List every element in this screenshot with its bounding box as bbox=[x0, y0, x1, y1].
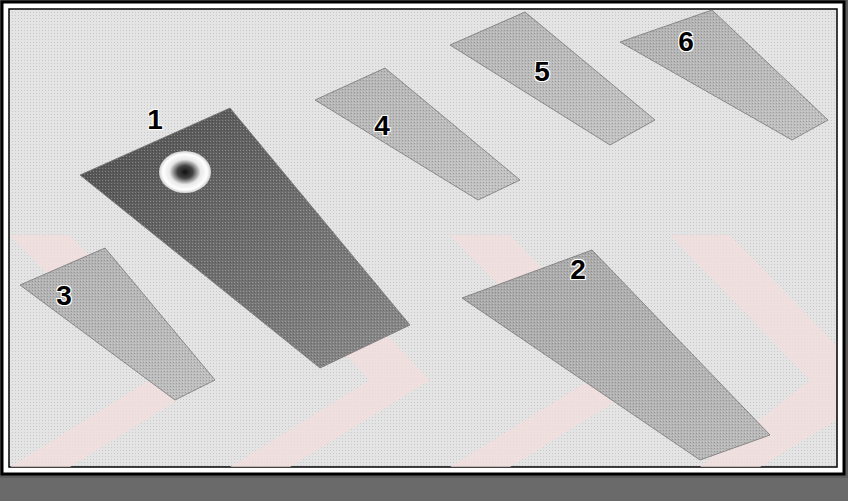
panel-fill bbox=[20, 248, 215, 400]
trapezoid-shape bbox=[462, 250, 770, 460]
trapezoid-shape bbox=[315, 68, 520, 200]
panel-fill bbox=[450, 12, 655, 145]
panel-texture bbox=[450, 12, 655, 145]
panel-number: 5 bbox=[534, 58, 550, 86]
trapezoid-panel: 4 bbox=[315, 68, 520, 200]
panel-number: 3 bbox=[56, 282, 72, 310]
trapezoid-shape bbox=[20, 248, 215, 400]
trapezoid-shape bbox=[620, 10, 828, 140]
bright-spot bbox=[159, 151, 211, 193]
panel-texture bbox=[462, 250, 770, 460]
panel-texture bbox=[620, 10, 828, 140]
panel-texture bbox=[20, 248, 215, 400]
trapezoid-panel: 3 bbox=[20, 248, 215, 400]
panel-number: 4 bbox=[374, 112, 390, 140]
panel-texture bbox=[315, 68, 520, 200]
panel-fill bbox=[315, 68, 520, 200]
trapezoid-panel: 6 bbox=[620, 10, 828, 140]
trapezoid-panel: 2 bbox=[462, 250, 770, 460]
trapezoid-shape bbox=[450, 12, 655, 145]
trapezoid-panel: 5 bbox=[450, 12, 655, 145]
panel-fill bbox=[462, 250, 770, 460]
panel-number: 2 bbox=[570, 256, 586, 284]
panel-number: 1 bbox=[147, 106, 163, 134]
panel-fill bbox=[620, 10, 828, 140]
panel-number: 6 bbox=[678, 28, 694, 56]
